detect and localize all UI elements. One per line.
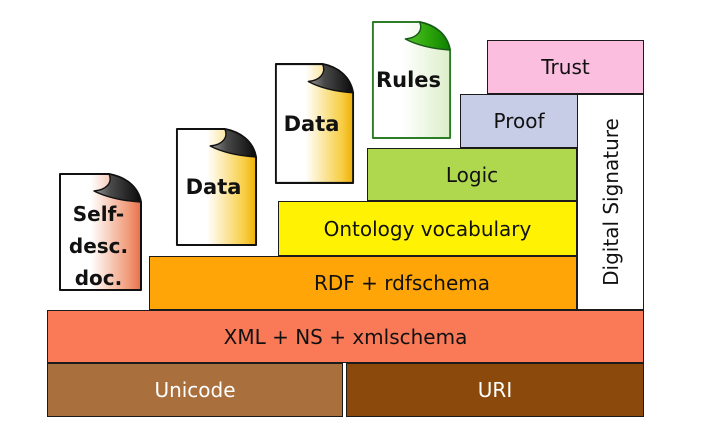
data-doc-1: Data (175, 127, 258, 247)
self-desc-doc-label: Self- desc. doc. (58, 198, 139, 294)
layer-uri-label: URI (477, 378, 513, 402)
layer-digital-signature-label: Digital Signature (598, 118, 623, 286)
layer-ontology-vocabulary-label: Ontology vocabulary (323, 216, 532, 241)
document-page-icon (59, 173, 142, 291)
data-doc-2-label: Data (283, 111, 340, 136)
layer-proof: Proof (460, 94, 578, 148)
layer-trust: Trust (487, 40, 644, 94)
layer-logic: Logic (367, 148, 577, 201)
layer-xml-ns-xmlschema: XML + NS + xmlschema (47, 310, 644, 363)
layer-trust-label: Trust (541, 55, 590, 79)
rules-doc-label: Rules (375, 68, 442, 92)
self-desc-line-3: doc. (74, 266, 123, 290)
document-page-icon (175, 128, 258, 246)
layer-rdf-rdfschema: RDF + rdfschema (149, 256, 577, 310)
layer-unicode-label: Unicode (154, 378, 236, 402)
self-desc-doc: Self- desc. doc. (58, 172, 143, 292)
layer-logic-label: Logic (445, 162, 499, 187)
document-page-icon (371, 21, 452, 139)
layer-uri: URI (346, 363, 644, 417)
self-desc-line-2: desc. (68, 234, 129, 258)
layer-rdf-rdfschema-label: RDF + rdfschema (313, 271, 490, 295)
layer-xml-ns-xmlschema-label: XML + NS + xmlschema (223, 324, 468, 349)
document-page-icon (274, 63, 355, 184)
self-desc-line-1: Self- (72, 202, 125, 226)
data-doc-1-label: Data (185, 175, 242, 199)
layer-digital-signature: Digital Signature (577, 94, 644, 310)
layer-unicode: Unicode (47, 363, 343, 417)
data-doc-2: Data (274, 62, 355, 185)
layer-proof-label: Proof (493, 109, 545, 133)
rules-doc: Rules (371, 20, 452, 140)
layer-ontology-vocabulary: Ontology vocabulary (278, 201, 577, 256)
